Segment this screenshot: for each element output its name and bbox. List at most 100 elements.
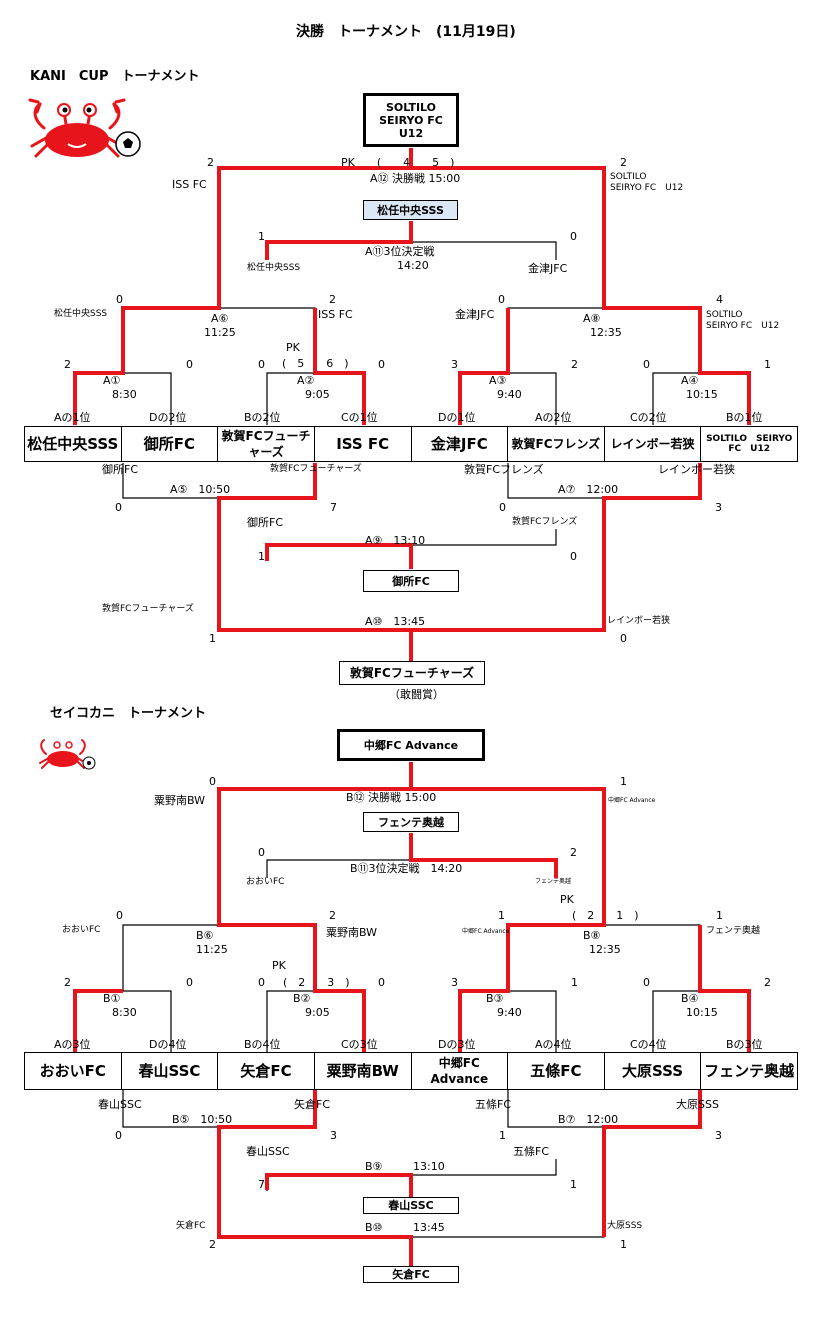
semi-b6-right-team: 粟野南BW — [326, 926, 378, 939]
seed-b-3: Bの4位 — [244, 1038, 281, 1051]
semi-b8-pk-score: ( 2 1 ) — [572, 909, 639, 922]
final-b-right-score: 1 — [620, 775, 627, 788]
team-b-4: 粟野南BW — [314, 1053, 412, 1089]
a5-label: A⑤ 10:50 — [170, 483, 231, 496]
b9-left-team: 春山SSC — [246, 1145, 290, 1158]
team-a-6: 敦賀FCフレンズ — [508, 427, 605, 461]
final-a-left-team: ISS FC — [172, 178, 207, 191]
a5-r: 7 — [330, 501, 337, 514]
b7-r: 3 — [715, 1129, 722, 1142]
qf-a2-pk-score: ( 5 6 ) — [282, 357, 349, 370]
b10-right-team: 大原SSS — [607, 1221, 643, 1231]
qf-b1-r: 0 — [186, 976, 193, 989]
a10-r: 0 — [620, 632, 627, 645]
a10-winner-box: 敦賀FCフューチャーズ — [339, 661, 485, 685]
qf-b2-time: 9:05 — [305, 1006, 330, 1019]
winner-path-line — [217, 1090, 413, 1266]
qf-a1-r: 0 — [186, 358, 193, 371]
b10-l: 2 — [209, 1238, 216, 1251]
winner-path-line — [217, 762, 413, 1052]
semi-a6-left-team: 松任中央SSS — [54, 309, 108, 319]
a5-l: 0 — [115, 501, 122, 514]
seed-a-2: Dの2位 — [149, 411, 187, 424]
winner-path-line — [73, 148, 413, 425]
semi-bracket-right — [507, 307, 701, 373]
team-b-1: おおいFC — [25, 1053, 122, 1089]
qf-b1-time: 8:30 — [112, 1006, 137, 1019]
semi-bracket-right — [507, 924, 701, 991]
a5-right-team: 敦賀FCフューチャーズ — [270, 464, 362, 474]
final-b-left-team: 粟野南BW — [154, 794, 206, 807]
qf-b1-l: 2 — [64, 976, 71, 989]
winner-path-line — [409, 833, 558, 878]
b5-l: 0 — [115, 1129, 122, 1142]
champion-line-2: SEIRYO FC — [379, 113, 443, 127]
qf-a2-r: 0 — [378, 358, 385, 371]
semi-b6-time: 11:25 — [196, 943, 228, 956]
page-title: 決勝 トーナメント (11月19日) — [296, 24, 516, 40]
champion-box-b: 中郷FC Advance — [337, 729, 485, 761]
third-b-left-score: 0 — [258, 846, 265, 859]
semi-b8-right-score: 1 — [716, 909, 723, 922]
winner-path-line — [602, 1090, 702, 1237]
a7-l: 0 — [499, 501, 506, 514]
third-a-left-team: 松任中央SSS — [247, 263, 301, 273]
winner-path-line — [411, 463, 702, 632]
semi-b6-left-team: おおいFC — [62, 925, 101, 935]
seed-b-2: Dの4位 — [149, 1038, 187, 1051]
a9-left-team: 御所FC — [247, 516, 284, 529]
b7-left-team: 五條FC — [475, 1098, 512, 1111]
seed-a-6: Aの2位 — [535, 411, 572, 424]
seed-b-4: Cの3位 — [341, 1038, 378, 1051]
a9-right-team: 敦賀FCフレンズ — [512, 517, 578, 527]
semi-a6-left-score: 0 — [116, 293, 123, 306]
a7-right-team: レインボー若狭 — [658, 463, 735, 476]
qf-a4-r: 1 — [764, 358, 771, 371]
third-b-label: B⑪3位決定戦 14:20 — [350, 862, 463, 875]
winner-path-line — [698, 925, 751, 1052]
final-a-pk: PK ( 4 5 ) — [341, 156, 455, 169]
final-b-right-team: 中郷FC Advance — [608, 797, 656, 804]
seed-b-5: Dの3位 — [438, 1038, 476, 1051]
team-a-7: レインボー若狭 — [604, 427, 702, 461]
seed-a-4: Cの1位 — [341, 411, 378, 424]
a10-label: A⑩ 13:45 — [365, 615, 426, 628]
semi-b8-left-team: 中郷FC Advance — [462, 928, 510, 935]
cup-a-title: KANI CUP トーナメント — [30, 69, 200, 84]
a9-r: 0 — [570, 550, 577, 563]
seed-b-8: Bの3位 — [726, 1038, 763, 1051]
qf-b4-r: 2 — [764, 976, 771, 989]
qf-a3-r: 2 — [571, 358, 578, 371]
qf-a1-label: A① — [103, 374, 121, 387]
qf-b3-r: 1 — [571, 976, 578, 989]
crab-small-icon — [39, 739, 96, 770]
semi-b6-left-score: 0 — [116, 909, 123, 922]
winner-path-line — [313, 308, 366, 425]
b7-label: B⑦ 12:00 — [558, 1113, 619, 1126]
team-b-8: フェンテ奥越 — [701, 1053, 797, 1089]
team-b-7: 大原SSS — [604, 1053, 702, 1089]
qf-a2-time: 9:05 — [305, 388, 330, 401]
winner-path-line — [73, 989, 123, 1052]
third-place-winner-b: フェンテ奥越 — [363, 812, 459, 832]
b7-l: 1 — [499, 1129, 506, 1142]
semi-a6-right-team: ISS FC — [318, 308, 353, 321]
third-a-label: A⑪3位決定戦 — [365, 245, 435, 258]
a10-note: （敢闘賞） — [389, 688, 444, 701]
seed-a-5: Dの1位 — [438, 411, 476, 424]
crab-mascot-icon — [28, 98, 141, 158]
third-a-right-team: 金津JFC — [528, 262, 568, 275]
qf-b4-time: 10:15 — [686, 1006, 718, 1019]
qf-a3-time: 9:40 — [497, 388, 522, 401]
champion-line-1: SOLTILO — [385, 100, 437, 114]
semi-a8-right-score: 4 — [716, 293, 723, 306]
third-a-right-score: 0 — [570, 230, 577, 243]
team-a-5: 金津JFC — [411, 427, 509, 461]
a9-winner-box: 御所FC — [363, 570, 459, 592]
b5-label: B⑤ 10:50 — [172, 1113, 233, 1126]
b5-right-team: 矢倉FC — [294, 1098, 331, 1111]
semi-a6-right-score: 2 — [329, 293, 336, 306]
semi-a8-left-team: 金津JFC — [455, 308, 495, 321]
qf-b1-label: B① — [103, 992, 121, 1005]
